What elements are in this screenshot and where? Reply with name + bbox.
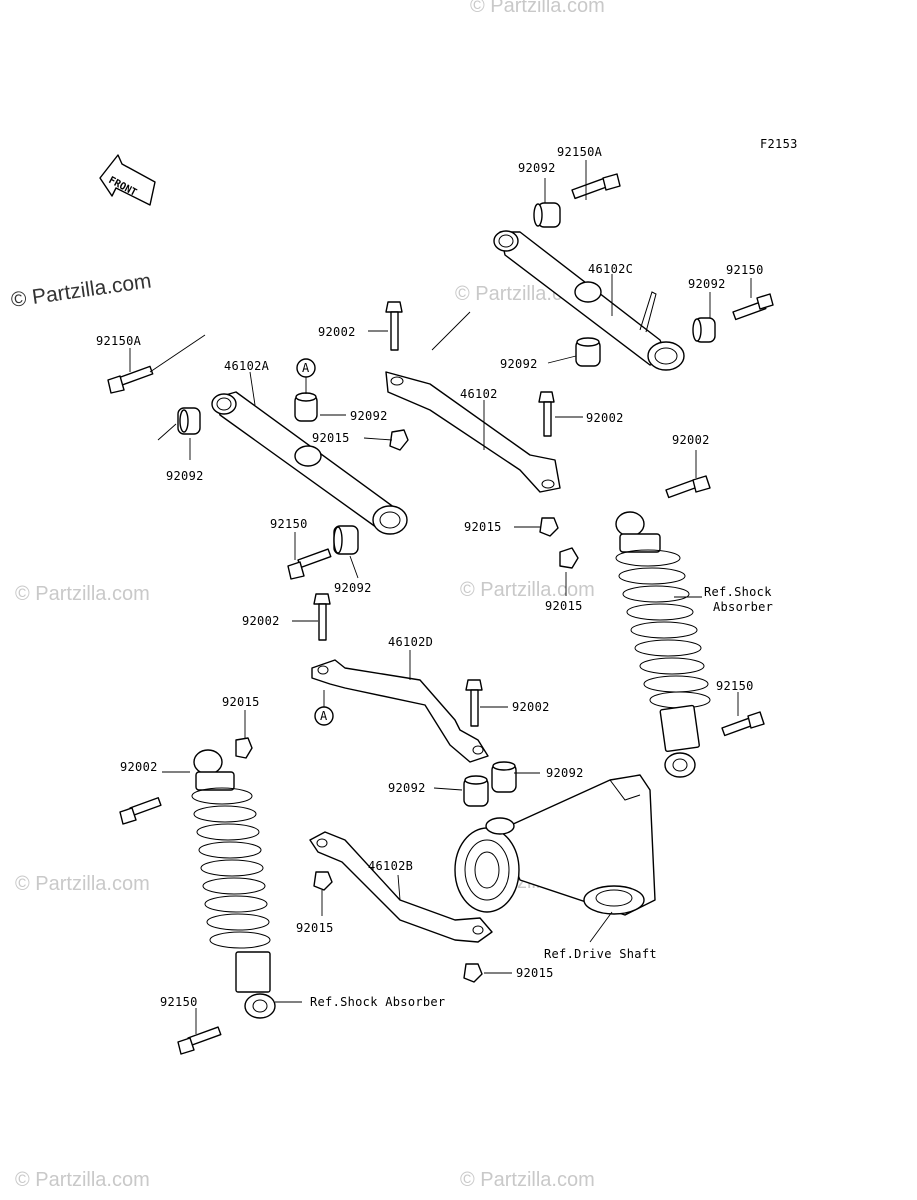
label-92015-shock: 92015 [545, 599, 583, 613]
watermark: © Partzilla.com [470, 0, 605, 17]
label-92092-top: 92092 [518, 161, 556, 175]
nut-92015-leftshock [235, 737, 253, 759]
bolt-92002-low [313, 593, 331, 641]
bolt-92150A-left [107, 365, 154, 394]
watermark: © Partzilla.com [15, 1169, 150, 1191]
label-92150A-top: 92150A [557, 145, 603, 159]
figure-code: F2153 [760, 137, 798, 151]
label-92002-upper: 92002 [318, 325, 356, 339]
label-92150-left: 92150 [270, 517, 308, 531]
bushing-92092-a [294, 392, 318, 422]
nut-92015-shock [559, 547, 579, 569]
bushing-92092-mid [575, 337, 601, 367]
ref-a-bottom-label: A [320, 709, 328, 723]
label-92015-leftshock: 92015 [222, 695, 260, 709]
shock-right [615, 511, 711, 778]
watermark: © Partzilla.com [15, 583, 150, 605]
drive-shaft-housing [454, 774, 656, 916]
label-92092-mid: 92092 [500, 357, 538, 371]
label-ref-shock-right-2: Absorber [713, 600, 773, 614]
watermark: © Partzilla.com [460, 579, 595, 601]
bolt-92150-right [732, 293, 774, 321]
label-46102D: 46102D [388, 635, 433, 649]
label-46102A: 46102A [224, 359, 270, 373]
bolt-92002-right [665, 475, 711, 499]
label-ref-drive-shaft: Ref.Drive Shaft [544, 947, 657, 961]
label-92002-low: 92002 [242, 614, 280, 628]
label-92002-d: 92002 [512, 700, 550, 714]
label-92092-right: 92092 [688, 277, 726, 291]
bracket-46102D [311, 659, 489, 763]
label-92150-shock: 92150 [716, 679, 754, 693]
label-ref-shock-right: Ref.Shock [704, 585, 772, 599]
bolt-92002-mid [538, 391, 555, 437]
nut-92015-b [313, 871, 333, 891]
bolt-92002-upper [385, 301, 403, 351]
shock-left [191, 749, 276, 1019]
bushing-92092-left [177, 407, 201, 435]
bushing-92092-right [692, 317, 716, 343]
bolt-92150A [571, 173, 621, 200]
ref-a-top-label: A [302, 361, 310, 375]
bushing-92092-d1 [463, 775, 489, 807]
label-46102C: 46102C [588, 262, 633, 276]
bracket-46102B [309, 831, 493, 943]
arm-46102C [493, 230, 685, 371]
label-92015-drive: 92015 [516, 966, 554, 980]
bushing-92092-d2 [491, 761, 517, 793]
bolt-92150-shock [721, 711, 765, 737]
ref-a-top: A [296, 358, 316, 394]
part-labels: 92150A 92092 46102C 92150 92092 92092 92… [96, 145, 773, 1009]
label-92092-d2: 92092 [546, 766, 584, 780]
label-92002-right: 92002 [672, 433, 710, 447]
label-46102: 46102 [460, 387, 498, 401]
bolt-92002-d [465, 679, 483, 727]
label-92092-d1: 92092 [388, 781, 426, 795]
label-92092-low: 92092 [334, 581, 372, 595]
watermark: © Partzilla.com [15, 873, 150, 895]
label-92150-bottom: 92150 [160, 995, 198, 1009]
label-92002-mid: 92002 [586, 411, 624, 425]
front-arrow-icon: FRONT [99, 154, 156, 206]
bushing-92092-low [333, 525, 359, 555]
label-92092-a: 92092 [350, 409, 388, 423]
leader-lines [129, 160, 752, 1034]
label-92150A-left: 92150A [96, 334, 142, 348]
bushing-92092 [533, 202, 561, 228]
label-92092-left: 92092 [166, 469, 204, 483]
nut-92015-drive [463, 963, 483, 983]
nut-92015-mid [539, 517, 559, 537]
label-92015-b: 92015 [296, 921, 334, 935]
arm-46102A [211, 391, 408, 535]
label-46102B: 46102B [368, 859, 413, 873]
link-46102 [385, 371, 561, 493]
ref-a-bottom: A [314, 690, 334, 726]
bolt-92150-left [287, 548, 332, 580]
label-92150-right: 92150 [726, 263, 764, 277]
label-92002-leftshock: 92002 [120, 760, 158, 774]
label-92015-mid: 92015 [464, 520, 502, 534]
label-ref-shock-bottom: Ref.Shock Absorber [310, 995, 445, 1009]
bolt-92002-leftshock [119, 797, 162, 825]
watermark-main: © Partzilla.com [9, 269, 152, 311]
label-92015-a: 92015 [312, 431, 350, 445]
nut-92015-a [389, 429, 409, 451]
bolt-92150-bottom [177, 1026, 222, 1055]
watermark: © Partzilla.com [460, 1169, 595, 1191]
